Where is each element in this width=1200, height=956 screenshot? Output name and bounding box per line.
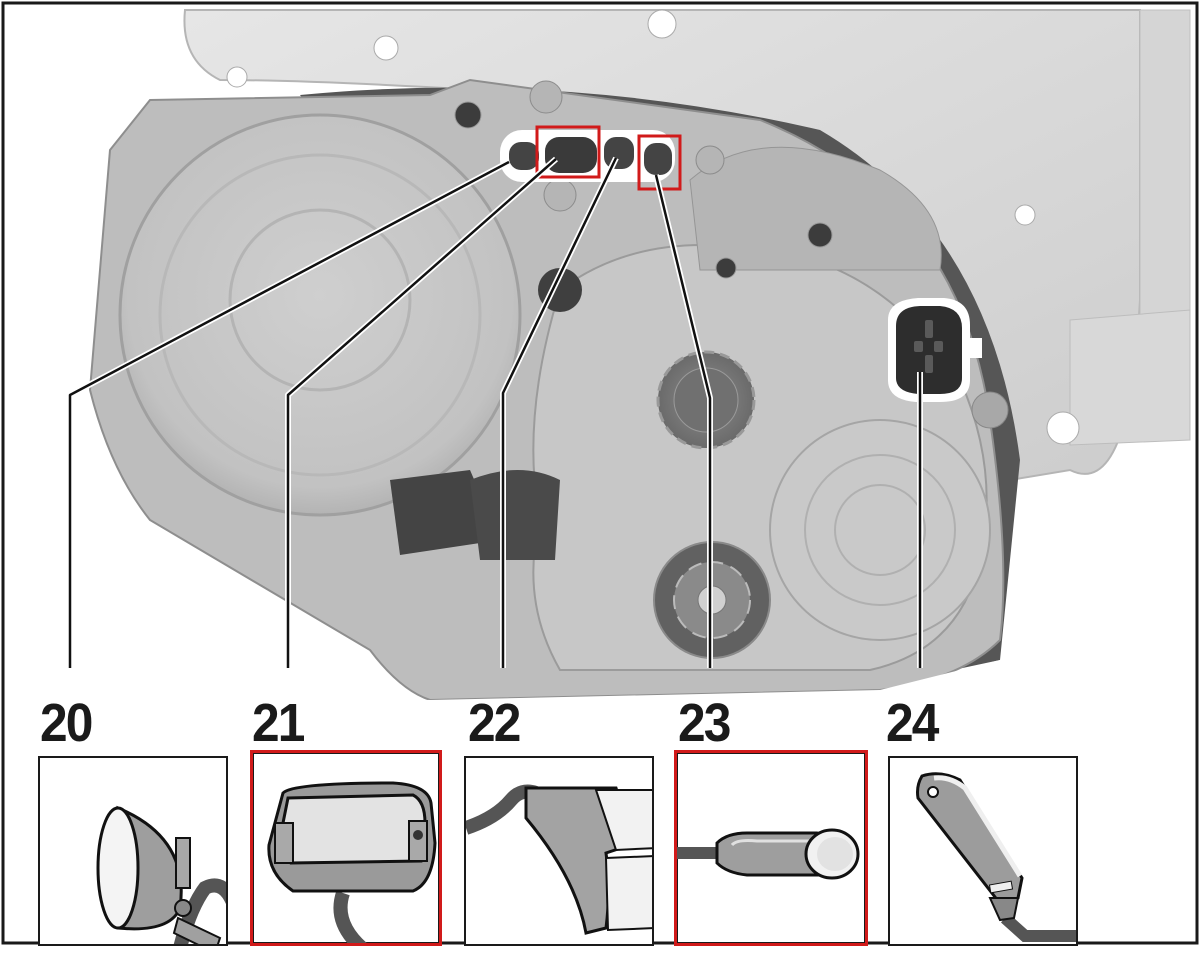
motor-housing bbox=[88, 78, 1009, 702]
display-icon bbox=[267, 781, 437, 943]
callout-number-20: 20 bbox=[40, 693, 93, 753]
component-panel-speed-sensor bbox=[674, 750, 868, 946]
port-23 bbox=[644, 143, 672, 175]
battery-icon bbox=[916, 772, 1076, 942]
port-21 bbox=[545, 137, 597, 173]
front-light-icon bbox=[96, 805, 226, 944]
component-panel-display bbox=[250, 750, 442, 946]
leader-lines bbox=[67, 156, 923, 668]
callout-number-22: 22 bbox=[468, 693, 521, 753]
callout-number-23: 23 bbox=[678, 693, 731, 753]
port-20 bbox=[509, 142, 539, 170]
callout-number-24: 24 bbox=[886, 693, 939, 753]
speed-sensor-icon bbox=[677, 828, 860, 880]
component-panel-rear-light bbox=[464, 756, 654, 946]
callout-number-21: 21 bbox=[252, 693, 305, 753]
component-panel-front-light bbox=[38, 756, 228, 946]
port-24 bbox=[888, 298, 982, 402]
component-panel-battery bbox=[888, 756, 1078, 946]
connector-cluster bbox=[500, 125, 682, 191]
highlight-port-21 bbox=[535, 125, 601, 179]
rear-light-icon bbox=[466, 784, 652, 935]
port-22 bbox=[604, 137, 634, 169]
